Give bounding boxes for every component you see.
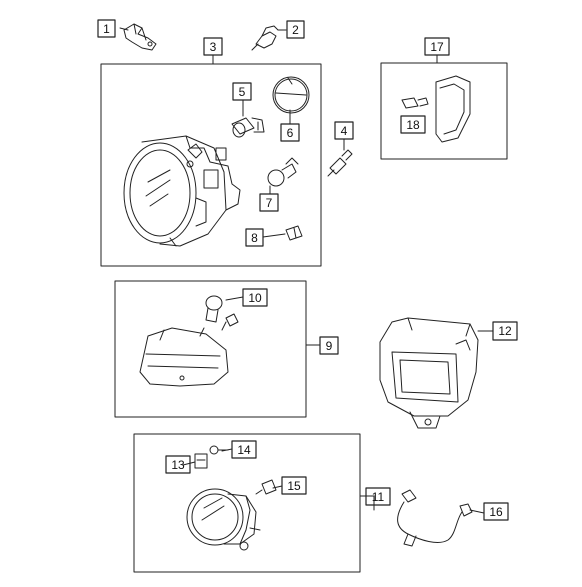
group-box-fog-lamp [133, 433, 361, 573]
fog-lamp-assembly [186, 488, 261, 551]
callout-8: 8 [245, 228, 264, 247]
marker-bulb [401, 97, 429, 109]
park-lamp-assembly [139, 327, 229, 387]
svg-text:10: 10 [248, 291, 262, 305]
svg-text:14: 14 [237, 443, 251, 457]
callout-7: 7 [259, 193, 279, 212]
svg-text:13: 13 [171, 458, 185, 472]
group-box-park-lamp [114, 280, 307, 418]
callout-6: 6 [280, 123, 300, 142]
side-marker-lamp [435, 75, 471, 143]
callout-1: 1 [97, 19, 116, 38]
fog-lamp-clip [194, 453, 208, 469]
connector-clip-part [119, 23, 157, 51]
small-wedge-bulb [285, 225, 303, 241]
svg-text:17: 17 [430, 40, 444, 54]
fog-lamp-screw [209, 445, 229, 455]
svg-text:8: 8 [251, 231, 258, 245]
svg-text:15: 15 [287, 479, 301, 493]
callout-17: 17 [424, 37, 450, 56]
callouts: 1 2 3 4 5 6 7 8 9 10 11 12 13 14 15 16 1… [97, 19, 518, 521]
callout-13: 13 [165, 455, 191, 474]
callout-3: 3 [203, 37, 223, 56]
svg-text:12: 12 [498, 324, 512, 338]
callout-9: 9 [319, 336, 339, 355]
callout-5: 5 [232, 82, 252, 101]
fog-lamp-harness [397, 489, 473, 547]
headlamp-bulb [231, 117, 265, 138]
group-box-side-marker [380, 62, 508, 160]
fog-lamp-bulb [255, 479, 277, 495]
headlamp-assembly [123, 135, 241, 247]
wiring-pigtail-part [251, 25, 287, 51]
callout-4: 4 [334, 121, 354, 140]
socket-bulb [267, 157, 299, 187]
leader-lines [182, 54, 494, 514]
callout-2: 2 [286, 20, 305, 39]
svg-text:3: 3 [210, 40, 217, 54]
svg-text:6: 6 [287, 126, 294, 140]
callout-12: 12 [492, 321, 518, 341]
callout-11: 11 [365, 487, 391, 506]
callout-18: 18 [400, 115, 426, 134]
park-lamp-bulb [205, 295, 239, 331]
callout-14: 14 [231, 440, 257, 459]
svg-text:7: 7 [266, 196, 273, 210]
callout-15: 15 [281, 476, 307, 495]
svg-text:2: 2 [292, 23, 299, 37]
svg-text:4: 4 [341, 124, 348, 138]
svg-text:1: 1 [103, 22, 110, 36]
callout-16: 16 [483, 502, 509, 521]
svg-text:18: 18 [406, 118, 420, 132]
callout-10: 10 [242, 288, 268, 307]
mounting-bolt [327, 149, 353, 177]
svg-text:11: 11 [372, 490, 385, 504]
svg-text:5: 5 [239, 85, 246, 99]
group-box-headlamp [100, 63, 322, 267]
svg-text:9: 9 [326, 339, 333, 353]
dust-cap-seal [272, 76, 310, 114]
headlamp-bracket [379, 317, 479, 429]
svg-text:16: 16 [489, 505, 503, 519]
